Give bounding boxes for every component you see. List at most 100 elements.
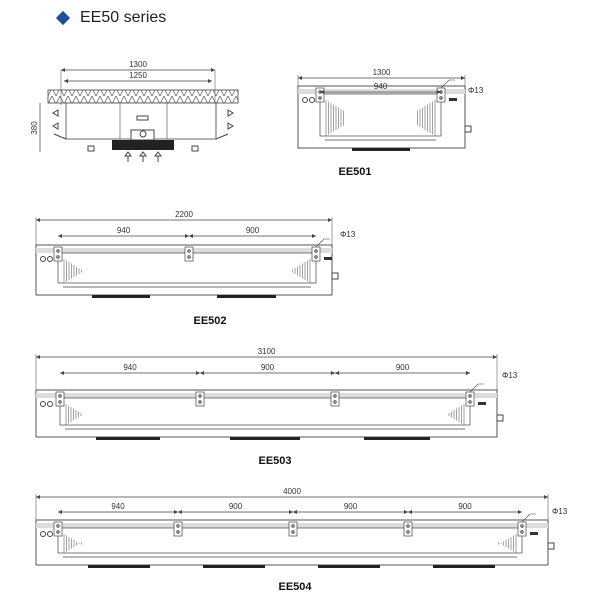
fan-guard <box>92 295 150 298</box>
pipe-diameter-label: Φ13 <box>340 230 356 239</box>
bolt-icon <box>468 394 472 398</box>
bolt-icon <box>314 249 318 253</box>
bolt-icon <box>406 524 410 528</box>
logo-plate <box>478 402 486 405</box>
drain <box>191 145 199 152</box>
coil <box>319 93 442 137</box>
dim-1250-label: 1250 <box>129 71 147 80</box>
top-strip <box>298 89 465 94</box>
hanger-bracket <box>195 391 205 407</box>
airflow-in-arrow-icon <box>124 151 132 162</box>
pipe-leader <box>315 238 330 248</box>
bolt-icon <box>56 530 60 534</box>
dim-segment-label: 940 <box>117 226 131 235</box>
hanger-bracket <box>184 246 194 262</box>
dim-380-label: 380 <box>30 121 39 135</box>
airflow-out-arrow-icon <box>227 109 234 117</box>
bolt-icon <box>406 530 410 534</box>
pipe-connector <box>331 272 339 280</box>
bolt-icon <box>58 400 62 404</box>
coil <box>59 397 471 426</box>
airflow-in-arrow-icon <box>139 151 147 162</box>
ceiling <box>47 89 239 104</box>
bolt-icon <box>56 249 60 253</box>
bolt-icon <box>439 96 443 100</box>
dim-segment-label: 900 <box>458 502 472 511</box>
hanger-bracket <box>53 246 63 262</box>
series-title: EE50 series <box>80 9 167 26</box>
bolt-icon <box>468 400 472 404</box>
pipe-connector <box>496 414 504 422</box>
dim-segment-label: 940 <box>374 82 388 91</box>
bolt-icon <box>520 524 524 528</box>
series-heading: EE50 series <box>55 9 167 27</box>
dim-segment-label: 900 <box>229 502 243 511</box>
airflow-out-arrow-icon <box>52 122 59 130</box>
hanger-bracket <box>465 391 475 407</box>
port-icon <box>40 256 46 262</box>
bolt-icon <box>318 96 322 100</box>
logo-plate <box>530 532 538 535</box>
fan-guard <box>352 148 410 151</box>
pipe-leader <box>521 513 536 523</box>
airflow-out-arrow-icon <box>227 122 234 130</box>
port-icon <box>302 97 308 103</box>
motor-label <box>136 115 149 121</box>
dim-segment-label: 940 <box>111 502 125 511</box>
hanger-bracket <box>55 391 65 407</box>
bolt-icon <box>198 400 202 404</box>
port-icon <box>47 531 53 537</box>
dim-overall-label: 3100 <box>258 347 276 356</box>
model-label: EE504 <box>278 581 312 593</box>
airflow-in-arrow-icon <box>154 151 162 162</box>
pipe-diameter-label: Φ13 <box>502 371 518 380</box>
dim-overall-label: 4000 <box>283 487 301 496</box>
dim-segment-label: 900 <box>344 502 358 511</box>
pipe-diameter-label: Φ13 <box>552 507 568 516</box>
dim-1300-label: 1300 <box>129 60 147 69</box>
airflow-out-arrow-icon <box>52 109 59 117</box>
bolt-icon <box>176 524 180 528</box>
bolt-icon <box>333 394 337 398</box>
dim-segment-label: 940 <box>123 363 137 372</box>
bolt-icon <box>58 394 62 398</box>
dim-overall-label: 2200 <box>175 210 193 219</box>
port-icon <box>47 401 53 407</box>
logo-plate <box>449 98 457 101</box>
motor <box>139 130 147 138</box>
dim-segment-label: 900 <box>246 226 260 235</box>
hanger-bracket <box>436 87 446 103</box>
hanger-bracket <box>311 246 321 262</box>
port-icon <box>309 97 315 103</box>
port-icon <box>40 531 46 537</box>
fan-guard <box>217 295 276 298</box>
model-label: EE503 <box>258 455 291 467</box>
fan-guard <box>96 437 160 440</box>
model-label: EE502 <box>193 315 226 327</box>
pipe-connector <box>464 125 472 133</box>
pipe-leader <box>440 79 455 89</box>
drain <box>87 145 95 152</box>
bolt-icon <box>187 249 191 253</box>
top-strip <box>36 248 332 253</box>
bolt-icon <box>291 524 295 528</box>
dim-segment-label: 900 <box>261 363 275 372</box>
fan-guard <box>88 565 150 568</box>
hanger-bracket <box>173 521 183 537</box>
bolt-icon <box>198 394 202 398</box>
bolt-icon <box>520 530 524 534</box>
hanger-bracket <box>403 521 413 537</box>
drip-tray <box>53 133 229 140</box>
bolt-icon <box>333 400 337 404</box>
bolt-icon <box>56 255 60 259</box>
top-strip <box>36 393 497 398</box>
bolt-icon <box>187 255 191 259</box>
fan-guard <box>230 437 300 440</box>
pipe-leader <box>469 383 484 393</box>
bolt-icon <box>176 530 180 534</box>
